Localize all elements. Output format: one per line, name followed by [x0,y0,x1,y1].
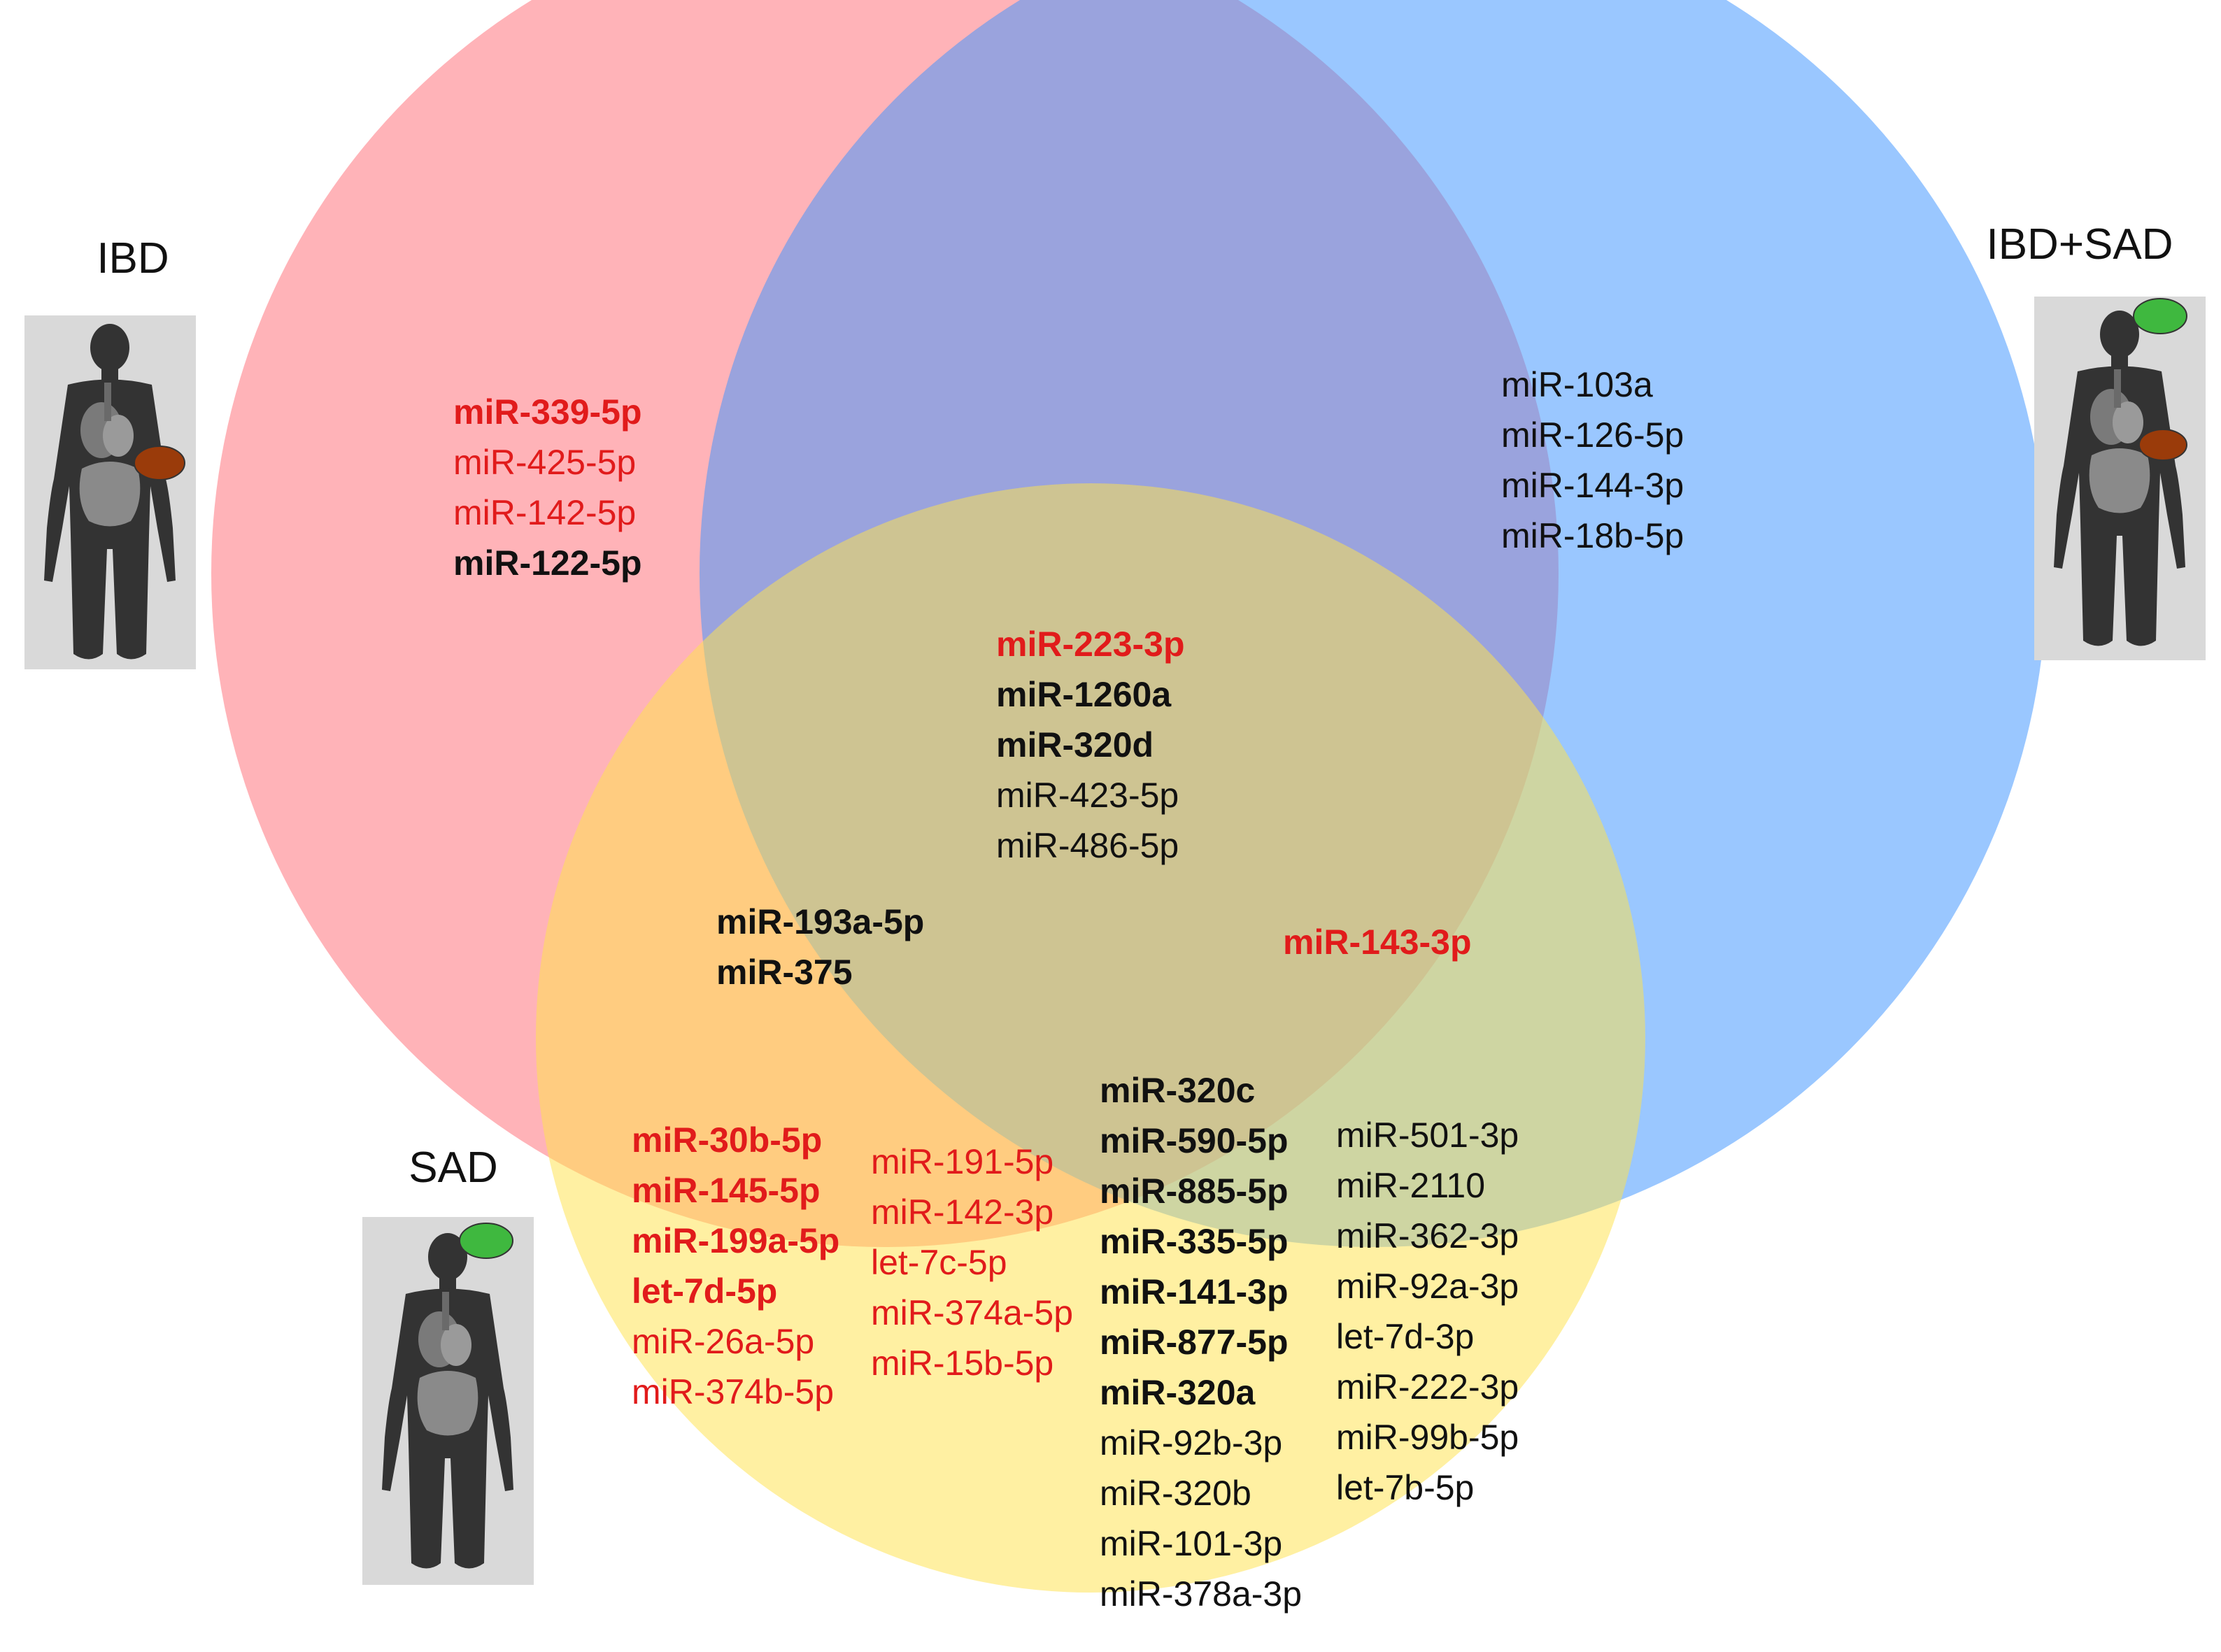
mirna-lists: miR-339-5p miR-425-5p miR-142-5p miR-122-5p… [453,365,1684,1614]
mirna-label: miR-99b-5p [1336,1418,1519,1457]
mirna-label: miR-26a-5p [632,1322,814,1361]
mirna-label: miR-2110 [1336,1166,1485,1205]
mirna-label: miR-144-3p [1501,466,1684,505]
mirna-label: miR-141-3p [1100,1272,1289,1311]
mirna-label: miR-142-5p [453,493,636,532]
mirna-label: miR-877-5p [1100,1323,1289,1362]
mirna-label: miR-223-3p [996,625,1185,664]
mirna-label: miR-193a-5p [716,902,924,941]
mirna-label: miR-191-5p [871,1142,1053,1181]
mirna-label: let-7b-5p [1336,1468,1474,1507]
mirna-label: miR-222-3p [1336,1367,1519,1407]
mirna-label: miR-320d [996,725,1154,764]
mirna-label: miR-142-3p [871,1192,1053,1232]
mirna-label: miR-339-5p [453,392,642,432]
mirna-label: miR-362-3p [1336,1216,1519,1255]
label-ibd: IBD [97,234,169,283]
mirna-label: miR-122-5p [453,543,642,583]
human-body-brain-gut-icon [2034,297,2206,660]
circle-sad [536,483,1645,1593]
mirna-label: miR-15b-5p [871,1344,1053,1383]
mirna-label: miR-374a-5p [871,1293,1073,1332]
mirna-label: miR-425-5p [453,443,636,482]
mirna-label: miR-378a-3p [1100,1574,1302,1614]
mirna-label: miR-18b-5p [1501,516,1684,555]
mirna-label: miR-92b-3p [1100,1423,1282,1462]
mirna-label: let-7c-5p [871,1243,1007,1282]
mirna-label: miR-375 [716,953,853,992]
mirna-label: miR-423-5p [996,776,1179,815]
mirna-label: miR-101-3p [1100,1524,1282,1563]
mirna-label: let-7d-5p [632,1272,777,1311]
mirna-label: miR-320b [1100,1474,1251,1513]
mirna-label: miR-320a [1100,1373,1256,1412]
label-ibd-sad: IBD+SAD [1986,220,2173,269]
mirna-label: miR-92a-3p [1336,1267,1519,1306]
mirna-label: miR-145-5p [632,1171,821,1210]
mirna-label: miR-501-3p [1336,1116,1519,1155]
mirna-label: miR-1260a [996,675,1172,714]
human-body-gut-icon [24,315,196,669]
mirna-label: miR-590-5p [1100,1121,1289,1160]
mirna-label: miR-885-5p [1100,1172,1289,1211]
mirna-label: miR-374b-5p [632,1372,834,1411]
human-body-brain-icon [362,1217,534,1585]
label-sad: SAD [409,1144,497,1192]
mirna-label: miR-143-3p [1283,923,1472,962]
mirna-label: miR-30b-5p [632,1120,822,1160]
mirna-label: let-7d-3p [1336,1317,1474,1356]
mirna-label: miR-486-5p [996,826,1179,865]
mirna-label: miR-126-5p [1501,415,1684,455]
mirna-label: miR-103a [1501,365,1653,404]
mirna-label: miR-199a-5p [632,1221,839,1260]
mirna-label: miR-335-5p [1100,1222,1289,1261]
mirna-label: miR-320c [1100,1071,1255,1110]
